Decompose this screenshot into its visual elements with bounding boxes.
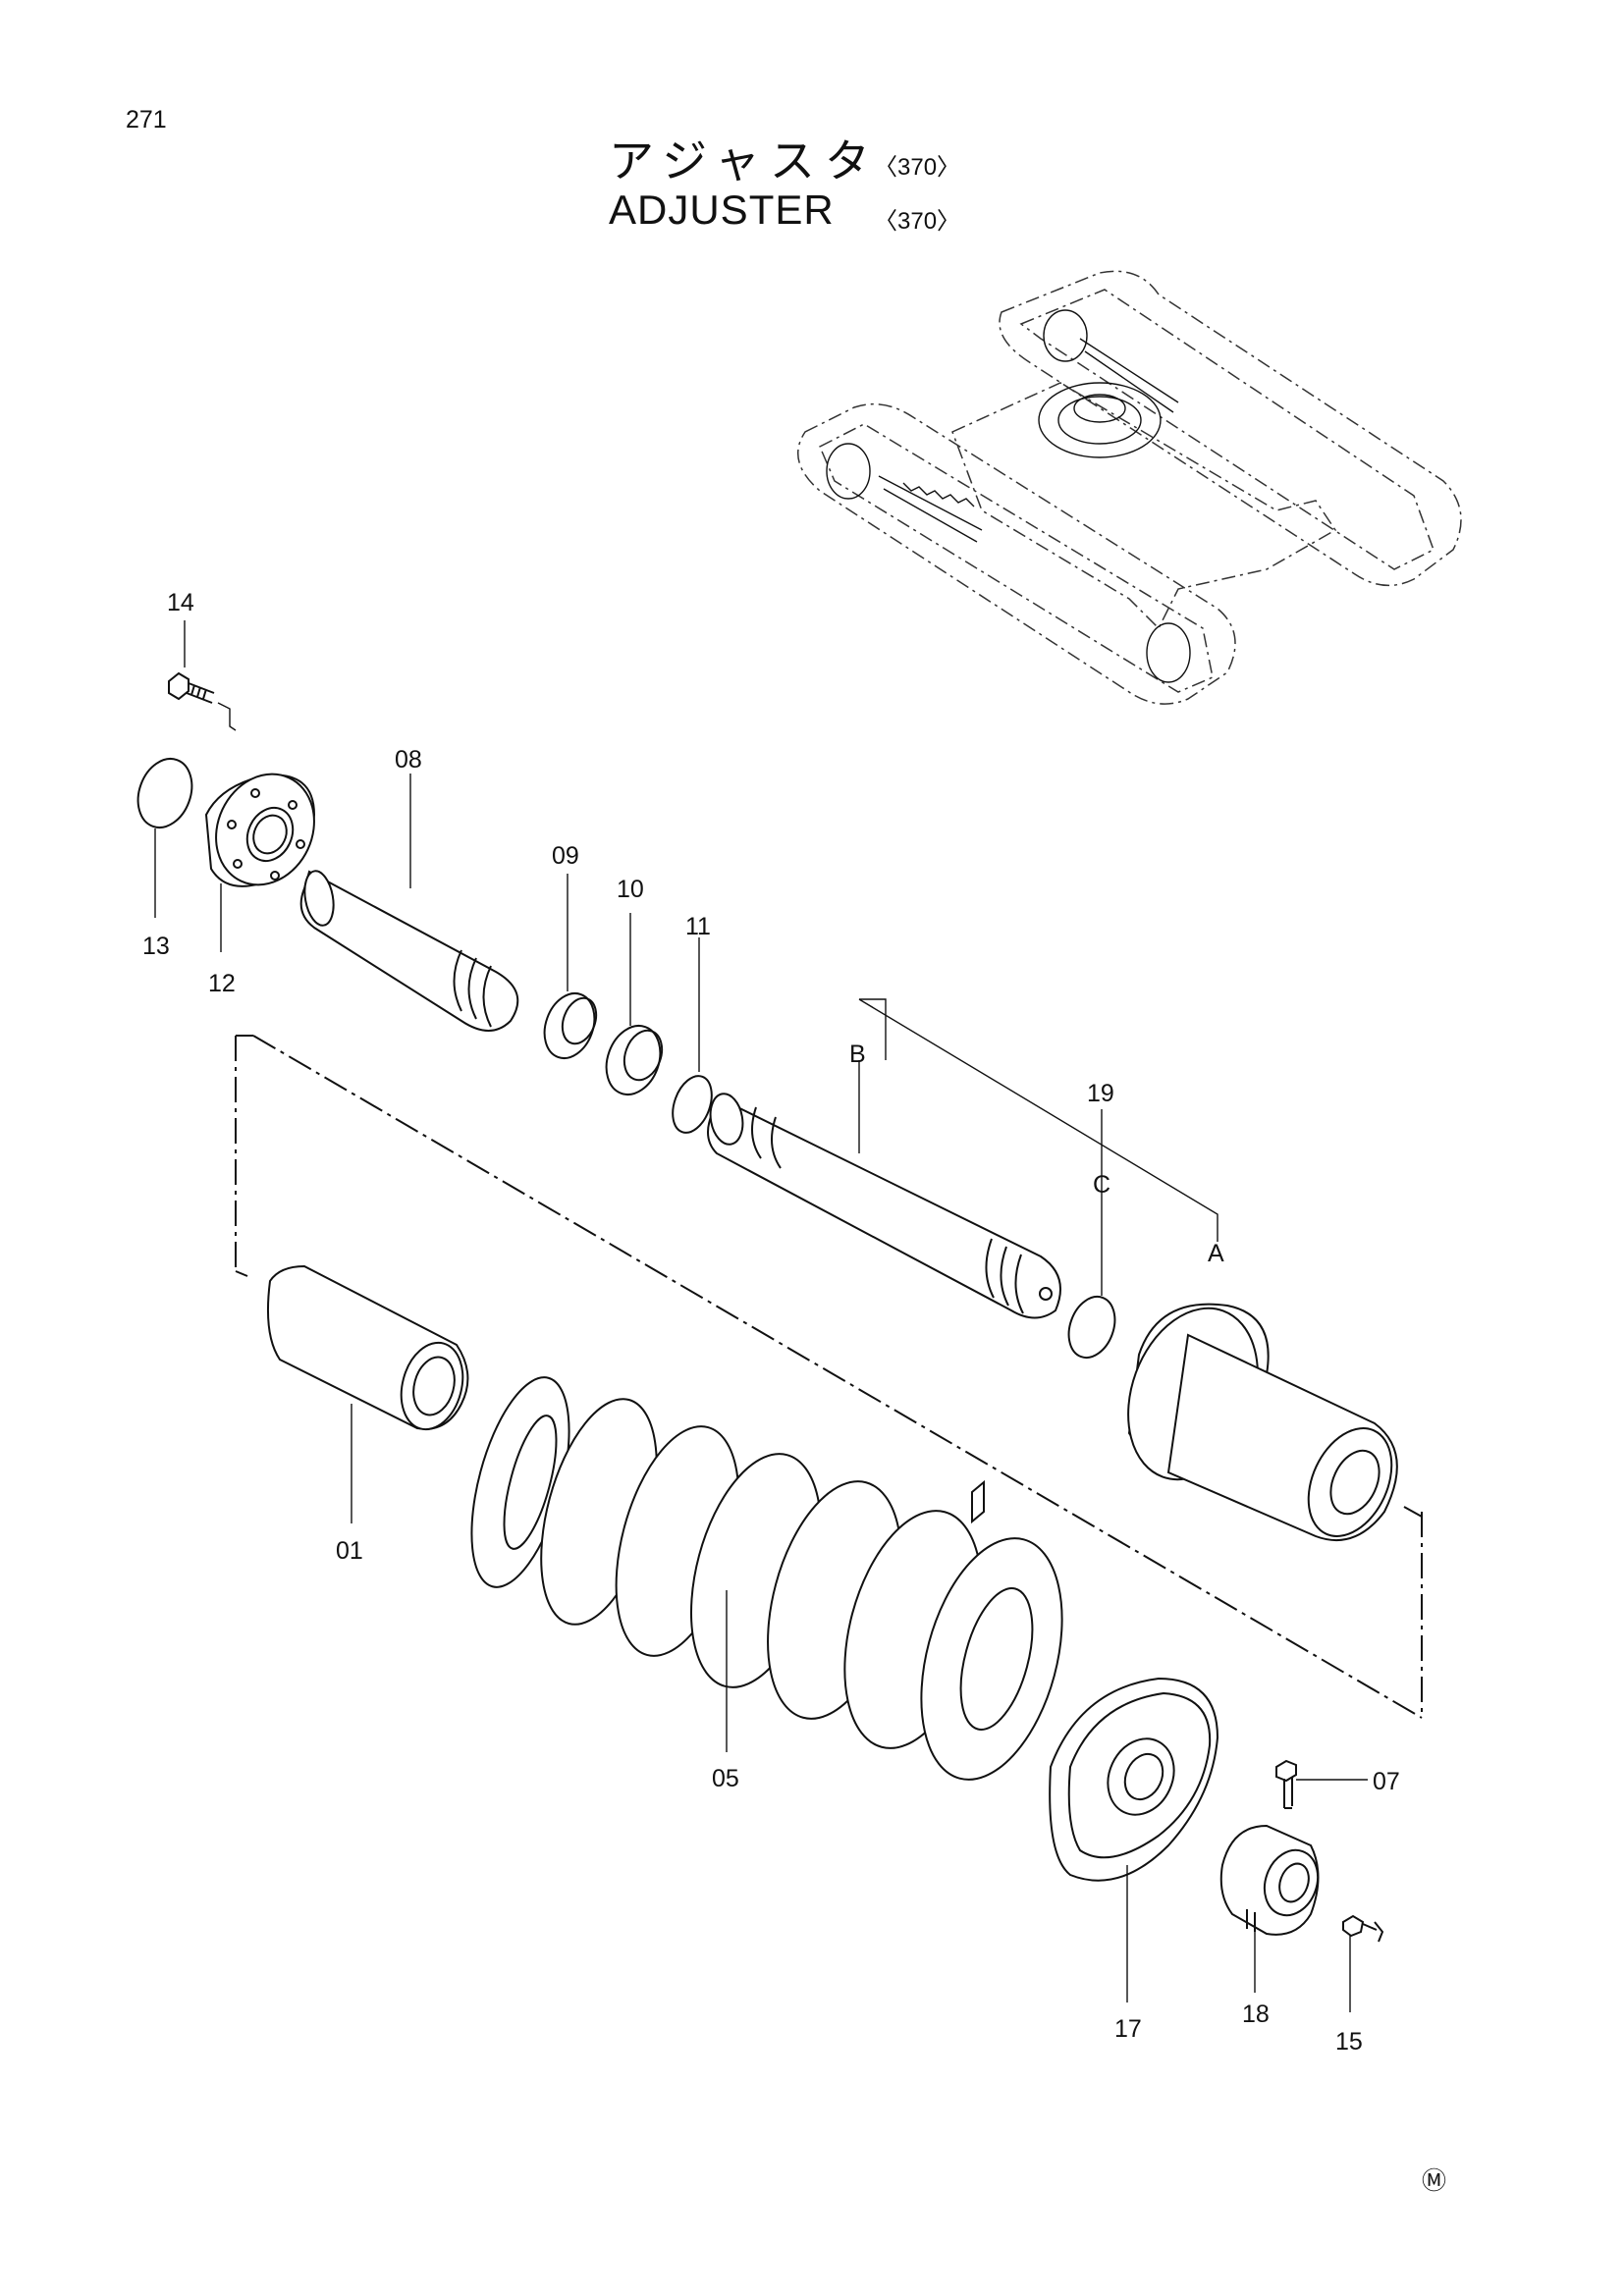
assembly-frame-lines — [235, 1035, 1423, 1719]
part-07-bolt — [1275, 1759, 1297, 1809]
title-english: ADJUSTER — [609, 187, 835, 233]
title-japanese: アジャスタ — [609, 134, 880, 187]
part-15-grease-fitting — [1342, 1914, 1384, 1943]
part-08-piston-rod — [299, 870, 519, 1032]
part-05-recoil-spring — [470, 1376, 1063, 1781]
callout-10: 10 — [617, 876, 644, 903]
callout-14: 14 — [167, 589, 194, 616]
callout-labels: 14 08 13 12 09 10 11 B 19 C A 01 05 07 1… — [142, 589, 1446, 2195]
undercarriage-frame-illustration — [797, 270, 1462, 705]
m-mark: Ⓜ — [1422, 2167, 1446, 2195]
callout-19: 19 — [1087, 1080, 1114, 1107]
callout-05: 05 — [712, 1765, 739, 1792]
callout-12: 12 — [208, 970, 236, 997]
part-b-cylinder-shaft — [707, 1093, 1061, 1319]
part-09-bushing — [543, 992, 598, 1059]
callout-07: 07 — [1373, 1768, 1400, 1795]
title-english-code: 〈370〉 — [874, 208, 961, 235]
callout-09: 09 — [552, 842, 579, 870]
part-14-bolt — [168, 671, 237, 731]
part-a-cylinder — [1127, 1303, 1398, 1542]
callout-c: C — [1093, 1171, 1110, 1199]
part-01-spacer — [266, 1264, 469, 1431]
title-japanese-code: 〈370〉 — [874, 154, 961, 181]
part-13-o-ring — [136, 758, 193, 828]
part-17-yoke — [1049, 1677, 1219, 1882]
part-12-flange — [204, 773, 316, 887]
callout-17: 17 — [1114, 2015, 1142, 2043]
callout-a: A — [1208, 1240, 1224, 1267]
callout-18: 18 — [1242, 2001, 1270, 2028]
callout-15: 15 — [1335, 2028, 1363, 2056]
leader-lines — [154, 620, 1368, 2012]
callout-01: 01 — [336, 1537, 363, 1565]
part-18-nut — [1219, 1824, 1320, 1936]
part-19-o-ring — [1067, 1296, 1116, 1359]
callout-13: 13 — [142, 933, 170, 960]
part-11-snap-ring — [672, 1075, 713, 1134]
callout-11: 11 — [685, 913, 711, 940]
part-10-seal — [605, 1025, 664, 1095]
callout-b: B — [849, 1041, 866, 1068]
callout-08: 08 — [395, 746, 422, 774]
page-number: 271 — [126, 106, 167, 133]
